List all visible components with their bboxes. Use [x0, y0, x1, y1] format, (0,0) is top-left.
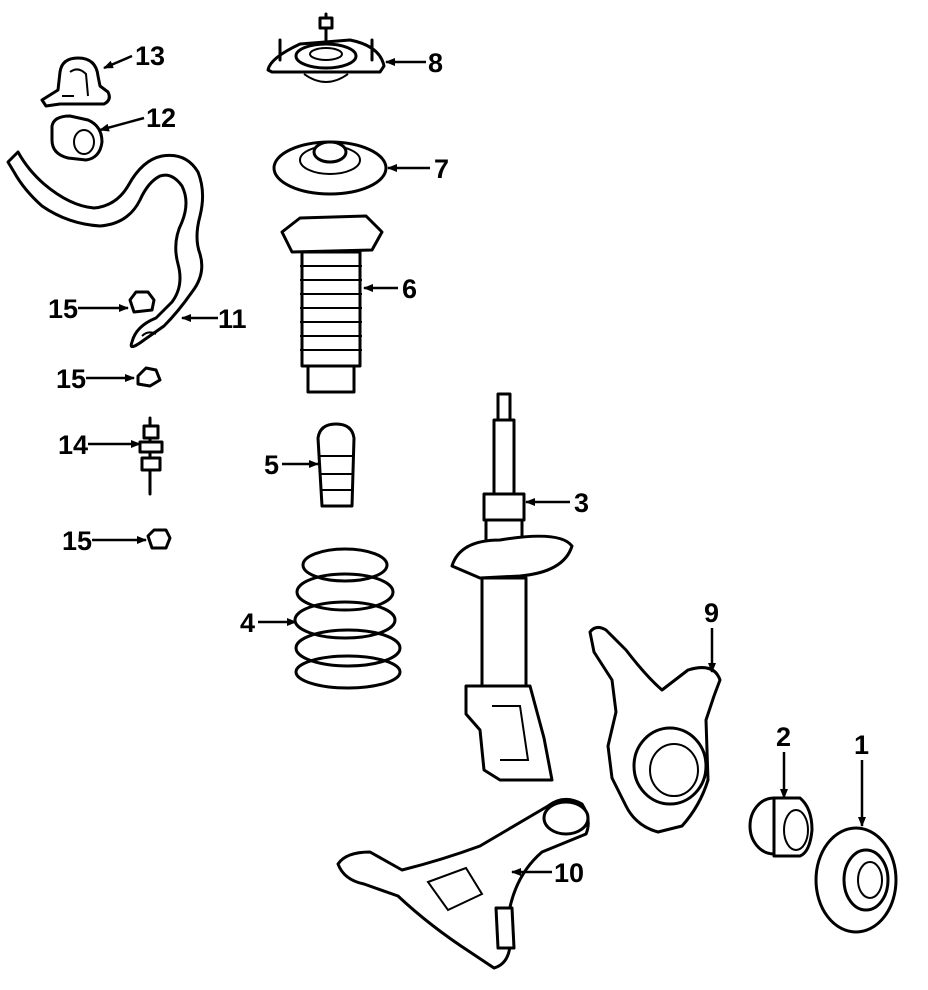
callout-1: 1 — [854, 730, 869, 760]
part-15-nut-upper — [128, 290, 156, 314]
callout-10: 10 — [554, 858, 584, 888]
callout-9: 9 — [704, 598, 719, 628]
part-5-bump-stop — [316, 422, 356, 508]
callout-3: 3 — [574, 488, 589, 518]
part-10-lower-control-arm — [336, 798, 590, 970]
part-12-stabilizer-bushing — [50, 114, 104, 162]
part-8-strut-mount — [266, 12, 386, 83]
leader-lines — [78, 54, 866, 876]
callout-15-middle: 15 — [56, 364, 86, 394]
part-14-stabilizer-link — [138, 416, 164, 496]
part-15-nut-middle — [136, 366, 162, 388]
part-2-wheel-bearing — [748, 796, 814, 858]
part-1-wheel-hub — [814, 826, 898, 934]
part-7-upper-spring-seat — [272, 140, 388, 196]
callout-11: 11 — [218, 304, 247, 334]
callout-5: 5 — [264, 450, 279, 480]
callout-15-upper: 15 — [48, 294, 78, 324]
callout-12: 12 — [146, 103, 176, 133]
callout-13: 13 — [135, 41, 165, 71]
callout-15-lower: 15 — [62, 526, 92, 556]
callout-2: 2 — [776, 722, 791, 752]
part-4-coil-spring — [293, 547, 402, 690]
callout-labels: 13 12 11 15 15 14 15 8 7 6 5 4 3 9 10 2 … — [48, 41, 869, 888]
callout-8: 8 — [428, 48, 443, 78]
callout-6: 6 — [402, 274, 417, 304]
callout-14: 14 — [58, 430, 88, 460]
part-13-stabilizer-bracket — [40, 56, 111, 108]
callout-4: 4 — [240, 608, 255, 638]
part-11-stabilizer-bar — [6, 150, 205, 348]
part-9-steering-knuckle — [588, 625, 722, 834]
part-15-nut-lower — [146, 528, 172, 550]
part-3-strut-assembly — [450, 392, 574, 782]
part-6-dust-boot — [280, 214, 384, 394]
callout-7: 7 — [434, 154, 449, 184]
